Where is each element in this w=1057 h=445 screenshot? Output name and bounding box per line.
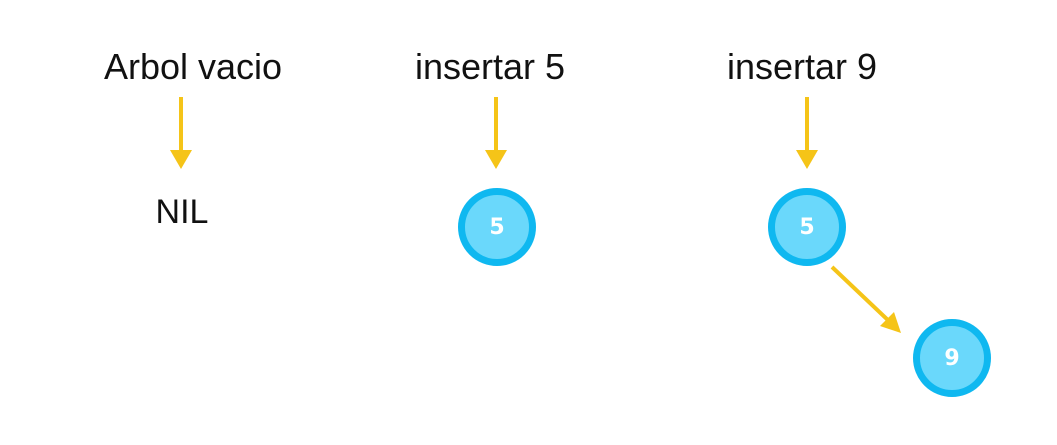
tree-node-right-child: 9: [913, 319, 991, 397]
edge-5-to-9: [830, 265, 901, 333]
arrow-down-empty: [170, 97, 192, 169]
arrow-down-insert-9: [796, 97, 818, 169]
node-value: 5: [799, 214, 815, 240]
arrow-down-insert-5: [485, 97, 507, 169]
tree-node-root-step3: 5: [768, 188, 846, 266]
step-title-insert-5: insertar 5: [414, 46, 566, 87]
node-value: 5: [489, 214, 505, 240]
tree-node-root-step2: 5: [458, 188, 536, 266]
node-value: 9: [944, 345, 960, 371]
nil-label: NIL: [155, 193, 209, 231]
step-title-insert-9: insertar 9: [726, 46, 878, 87]
step-title-empty-tree: Arbol vacio: [103, 46, 283, 87]
